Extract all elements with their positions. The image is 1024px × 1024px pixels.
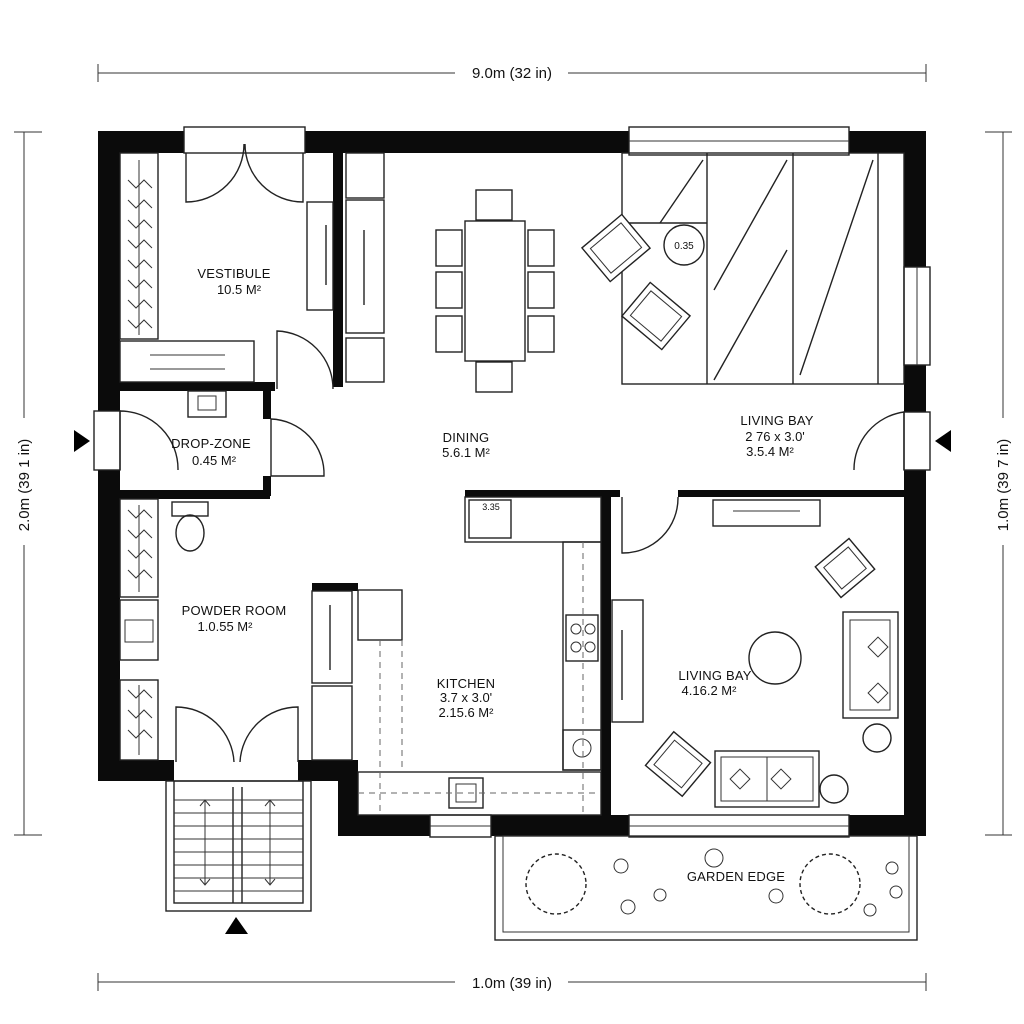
kitchen-furniture: [357, 496, 602, 816]
room-vestibule-name: VESTIBULE: [197, 266, 270, 281]
room-powder-room-name: POWDER ROOM: [182, 603, 287, 618]
dimension-right-label: 1.0m (39 7 in): [995, 439, 1012, 532]
room-dining-name: DINING: [443, 430, 490, 445]
garden-edge-label: GARDEN EDGE: [687, 869, 785, 884]
drop-zone-furniture: [187, 390, 227, 418]
room-powder-room-area: 1.0.55 M²: [198, 619, 254, 634]
room-living-bay-top-name: LIVING BAY: [740, 413, 813, 428]
living-bay-top-furniture: [580, 152, 905, 385]
room-living-bay-bottom-name: LIVING BAY: [678, 668, 751, 683]
room-drop-zone-area: 0.45 M²: [192, 453, 237, 468]
room-kitchen-name: KITCHEN: [437, 676, 495, 691]
windows: [93, 126, 931, 838]
interior-walls: [120, 153, 904, 815]
dimension-lines: [14, 64, 1012, 991]
dining-table: [435, 189, 555, 393]
vestibule-furniture: [119, 152, 385, 383]
left-entry-arrow-icon: [74, 430, 90, 452]
room-kitchen-size: 3.7 x 3.0': [440, 690, 492, 705]
powder-room-furniture: [119, 498, 353, 761]
room-living-bay-top-area: 3.5.4 M²: [746, 444, 794, 459]
right-entry-arrow-icon: [935, 430, 951, 452]
doors: [119, 126, 905, 763]
living-bay-bottom-furniture: [611, 499, 899, 808]
room-living-bay-top-size: 2 76 x 3.0': [745, 429, 805, 444]
room-dining-area: 5.6.1 M²: [442, 445, 490, 460]
room-drop-zone-name: DROP-ZONE: [171, 436, 251, 451]
dimension-bottom-label: 1.0m (39 in): [472, 975, 552, 992]
room-kitchen-area: 2.15.6 M²: [439, 705, 495, 720]
side-table-tag: 0.35: [674, 241, 694, 252]
room-living-bay-bottom-area: 4.16.2 M²: [682, 683, 738, 698]
dimension-top-label: 9.0m (32 in): [472, 65, 552, 82]
dimension-left-label: 2.0m (39 1 in): [16, 439, 33, 532]
room-vestibule-area: 10.5 M²: [217, 282, 262, 297]
garden-edge: [494, 835, 918, 941]
exterior-walls: [98, 131, 926, 836]
bottom-entry-arrow-icon: [225, 917, 248, 934]
stairs: [165, 780, 312, 912]
counter-tag: 3.35: [482, 502, 500, 512]
